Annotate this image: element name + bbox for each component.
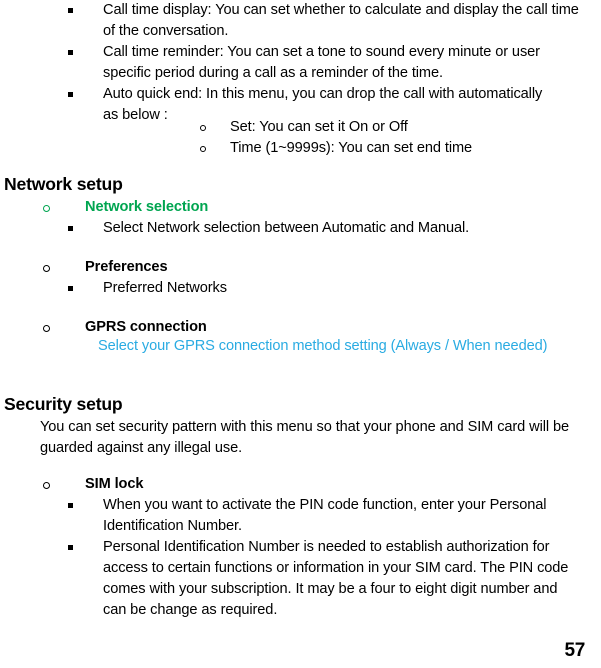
bullet-marker-circle-preferences [43, 257, 50, 272]
bullet-marker-square [68, 42, 73, 55]
subsection-title-gprs-connection: GPRS connection [85, 319, 207, 335]
bullet-marker-square [68, 0, 73, 13]
section-heading-security-setup: Security setup [4, 394, 123, 414]
section-intro-security-setup: You can set security pattern with this m… [40, 419, 573, 456]
list-item-pin-activate: When you want to activate the PIN code f… [103, 497, 551, 534]
list-item-auto-quick-end: Auto quick end: In this menu, you can dr… [103, 86, 547, 123]
list-item-call-time-display: Call time display: You can set whether t… [103, 2, 583, 39]
list-item-pin-description: Personal Identification Number is needed… [103, 539, 573, 618]
bullet-marker-square [68, 218, 73, 231]
bullet-marker-square [68, 84, 73, 97]
bullet-marker-square [68, 278, 73, 291]
list-item-call-time-reminder: Call time reminder: You can set a tone t… [103, 44, 544, 81]
bullet-marker-circle-small [200, 117, 206, 131]
bullet-marker-circle-sim-lock [43, 474, 50, 489]
list-item-network-selection-detail: Select Network selection between Automat… [103, 220, 470, 236]
list-item-auto-quick-end-set: Set: You can set it On or Off [230, 119, 408, 135]
bullet-marker-circle-small [200, 138, 206, 152]
list-item-preferred-networks: Preferred Networks [103, 280, 227, 296]
bullet-marker-circle-network-selection [43, 197, 50, 212]
bullet-marker-circle-gprs-connection [43, 317, 50, 332]
subsection-title-sim-lock: SIM lock [85, 476, 144, 492]
list-item-auto-quick-end-time: Time (1~9999s): You can set end time [230, 140, 473, 156]
subsection-description-gprs-connection: Select your GPRS connection method setti… [98, 338, 548, 354]
bullet-marker-square [68, 537, 73, 550]
subsection-title-network-selection: Network selection [85, 199, 209, 215]
section-heading-network-setup: Network setup [4, 174, 123, 194]
bullet-marker-square [68, 495, 73, 508]
page-number: 57 [564, 640, 585, 661]
subsection-title-preferences: Preferences [85, 259, 168, 275]
